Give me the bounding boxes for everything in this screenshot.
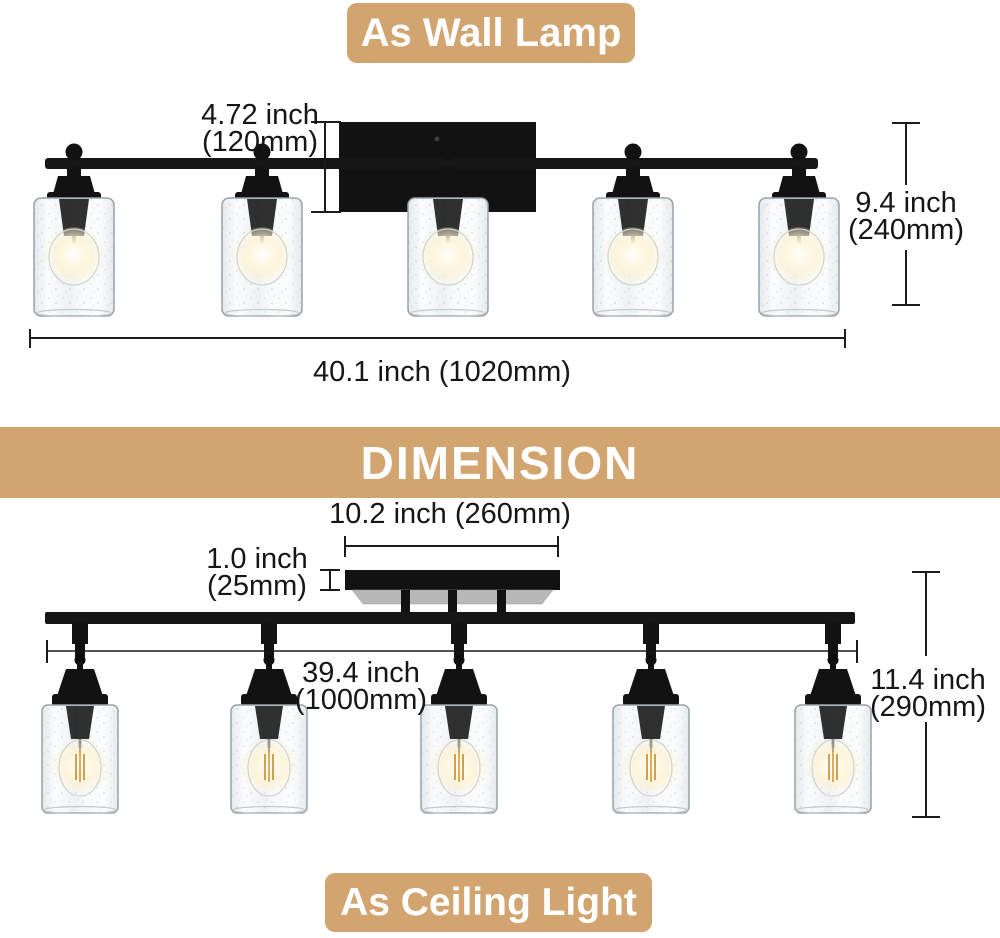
wall-width-label: 40.1 inch (1020mm) xyxy=(292,356,592,388)
ceiling-height-label: 11.4 inch (290mm) xyxy=(860,664,996,723)
wall-lamp-4 xyxy=(592,142,674,318)
canopy-width-value: 10.2 inch (260mm) xyxy=(329,498,571,530)
ceiling-height-metric: (290mm) xyxy=(869,691,986,723)
canopy-height-value: 1.0 inch xyxy=(206,543,308,575)
canopy-stem-1 xyxy=(401,590,410,614)
backplate-height-dim-line xyxy=(311,121,341,213)
wall-height-value: 9.4 inch xyxy=(855,187,957,219)
wall-height-label: 9.4 inch (240mm) xyxy=(838,187,974,246)
backplate-screw xyxy=(434,136,440,142)
wall-width-value: 40.1 inch (1020mm) xyxy=(313,356,571,388)
backplate-height-value: 4.72 inch xyxy=(201,99,319,131)
wall-lamp-2 xyxy=(221,142,303,318)
canopy-height-dim-line xyxy=(320,569,340,591)
backplate-height-label: 4.72 inch (120mm) xyxy=(194,99,326,158)
dimension-band: DIMENSION xyxy=(0,427,1000,498)
canopy-width-dim-line xyxy=(344,536,559,557)
wall-lamp-5 xyxy=(758,142,840,318)
ceiling-height-dim-line xyxy=(912,571,940,818)
ceiling-bar xyxy=(45,612,855,624)
canopy-width-label: 10.2 inch (260mm) xyxy=(300,498,600,530)
canopy-height-metric: (25mm) xyxy=(207,570,307,602)
bar-length-dim-line xyxy=(46,640,858,663)
bar-length-label: 39.4 inch (1000mm) xyxy=(291,657,431,716)
wall-height-metric: (240mm) xyxy=(847,214,964,246)
wall-lamp-banner: As Wall Lamp xyxy=(347,3,635,63)
wall-lamp-drawing xyxy=(29,121,920,348)
wall-width-dim-line xyxy=(29,329,846,348)
bar-length-metric: (1000mm) xyxy=(294,684,428,716)
ceiling-light-drawing xyxy=(41,536,940,818)
ceiling-light-banner: As Ceiling Light xyxy=(325,873,652,932)
wall-height-dim-line xyxy=(892,122,920,306)
wall-lamp-1 xyxy=(33,142,115,318)
backplate-height-metric: (120mm) xyxy=(201,126,318,158)
bar-length-value: 39.4 inch xyxy=(302,657,420,689)
canopy-stem-3 xyxy=(497,590,506,614)
wall-bar xyxy=(45,158,818,169)
ceiling-canopy xyxy=(345,570,560,590)
canopy-height-label: 1.0 inch (25mm) xyxy=(191,543,323,602)
ceiling-height-value: 11.4 inch xyxy=(870,664,986,696)
canopy-stem-2 xyxy=(448,590,457,614)
